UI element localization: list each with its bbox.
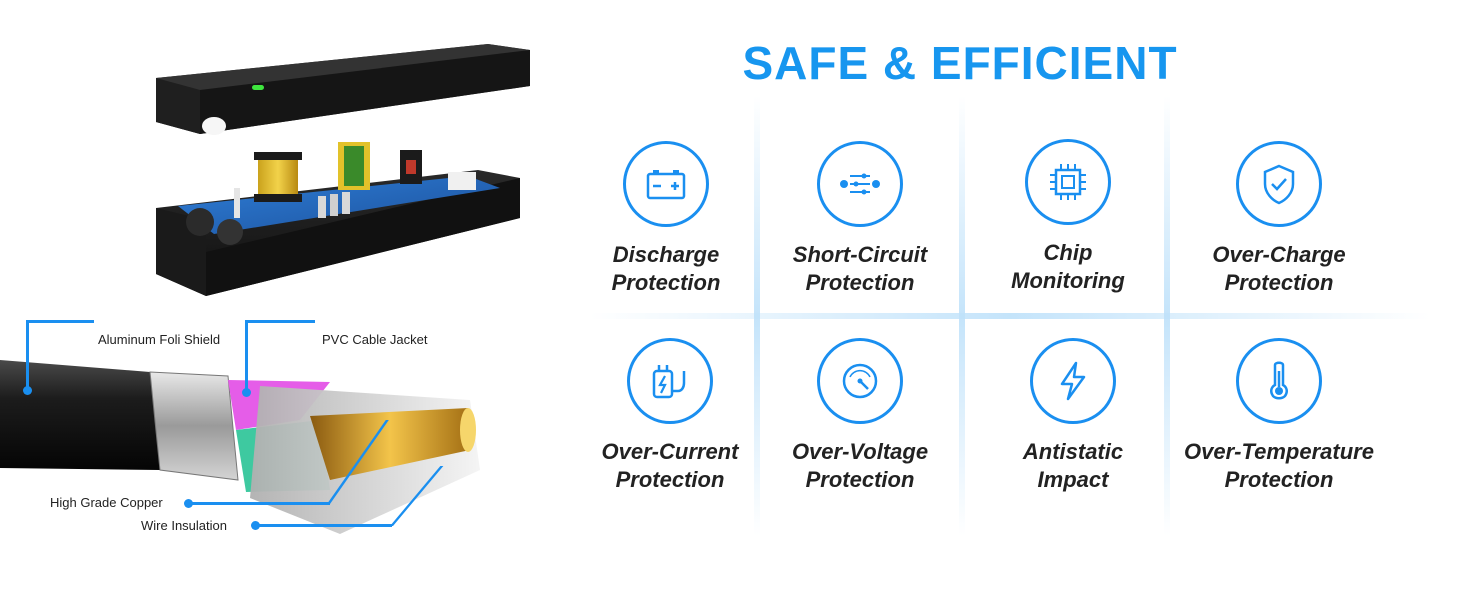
feature-icon-ring	[1236, 338, 1322, 424]
circuit-switch-icon	[840, 173, 880, 195]
feature-over-voltage-protection: Over-Voltage Protection	[760, 338, 960, 494]
callout-dot	[184, 499, 193, 508]
feature-label-line1: Short-Circuit	[792, 242, 928, 267]
callout-line	[245, 320, 248, 392]
callout-line	[245, 320, 315, 323]
feature-label-line2: Protection	[1224, 270, 1334, 295]
feature-icon-ring	[817, 141, 903, 227]
feature-label: Over-Charge Protection	[1179, 241, 1379, 297]
cable-cross-section-image: Aluminum Foli Shield PVC Cable Jacket Hi…	[0, 320, 520, 550]
feature-label: Over-Voltage Protection	[760, 438, 960, 494]
feature-label-line2: Protection	[805, 467, 915, 492]
gauge-icon	[842, 363, 878, 399]
feature-label-line1: Antistatic	[1022, 439, 1124, 464]
callout-wire-insulation: Wire Insulation	[141, 518, 227, 533]
feature-over-temperature-protection: Over-Temperature Protection	[1179, 338, 1379, 494]
feature-antistatic-impact: Antistatic Impact	[973, 338, 1173, 494]
battery-icon	[646, 170, 686, 200]
feature-label: Antistatic Impact	[973, 438, 1173, 494]
callout-line	[256, 524, 392, 527]
callout-line	[26, 320, 94, 323]
feature-label: Discharge Protection	[566, 241, 766, 297]
callout-pvc-cable-jacket: PVC Cable Jacket	[322, 332, 428, 347]
cable-illustration	[0, 360, 480, 534]
shield-check-icon	[1263, 164, 1295, 205]
feature-label-line1: Over-Temperature	[1184, 439, 1374, 464]
charging-plug-icon	[652, 365, 686, 399]
feature-label-line2: Protection	[615, 467, 725, 492]
feature-label: Over-Temperature Protection	[1179, 438, 1379, 494]
charger-illustration	[156, 44, 530, 296]
feature-discharge-protection: Discharge Protection	[566, 141, 766, 297]
thermometer-icon	[1270, 361, 1288, 400]
feature-label-line1: Over-Voltage	[791, 439, 929, 464]
callout-dot	[251, 521, 260, 530]
headline: SAFE & EFFICIENT	[742, 37, 1178, 89]
chip-icon	[1050, 164, 1086, 200]
feature-over-current-protection: Over-Current Protection	[570, 338, 770, 494]
feature-chip-monitoring: Chip Monitoring	[968, 139, 1168, 295]
callout-aluminum-foil-shield: Aluminum Foli Shield	[98, 332, 221, 347]
feature-label-line2: Impact	[1037, 467, 1109, 492]
feature-label: Over-Current Protection	[570, 438, 770, 494]
feature-short-circuit-protection: Short-Circuit Protection	[760, 141, 960, 297]
feature-over-charge-protection: Over-Charge Protection	[1179, 141, 1379, 297]
feature-label-line1: Chip	[1043, 240, 1093, 265]
feature-icon-ring	[817, 338, 903, 424]
feature-label-line1: Over-Charge	[1212, 242, 1346, 267]
feature-icon-ring	[1030, 338, 1116, 424]
feature-icon-ring	[627, 338, 713, 424]
callout-line	[190, 502, 330, 505]
feature-label: Chip Monitoring	[968, 239, 1168, 295]
feature-label-line2: Protection	[611, 270, 721, 295]
feature-icon-ring	[1025, 139, 1111, 225]
feature-label-line1: Discharge	[612, 242, 720, 267]
callout-dot	[242, 388, 251, 397]
lightning-icon	[1060, 361, 1086, 401]
charger-exploded-image	[148, 38, 548, 308]
callout-high-grade-copper: High Grade Copper	[50, 495, 163, 510]
feature-label-line2: Protection	[1224, 467, 1334, 492]
feature-label-line2: Protection	[805, 270, 915, 295]
callout-dot	[23, 386, 32, 395]
feature-icon-ring	[623, 141, 709, 227]
feature-icon-ring	[1236, 141, 1322, 227]
grid-divider	[590, 313, 1430, 319]
feature-label: Short-Circuit Protection	[760, 241, 960, 297]
feature-label-line2: Monitoring	[1011, 268, 1125, 293]
callout-line	[26, 320, 29, 390]
feature-label-line1: Over-Current	[601, 439, 739, 464]
